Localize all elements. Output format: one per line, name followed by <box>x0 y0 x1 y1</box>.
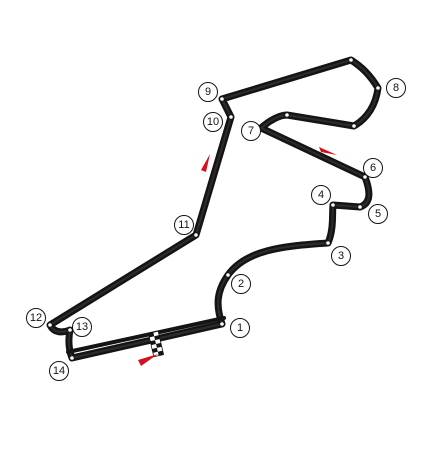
corner-badge: 11 <box>174 215 194 235</box>
corner-label: 10 <box>207 116 219 128</box>
apex-marker <box>219 321 225 327</box>
corner-badge: 3 <box>331 246 351 266</box>
corner-badge: 9 <box>198 82 218 102</box>
corner-label: 6 <box>370 162 376 174</box>
track <box>46 56 382 362</box>
corner-badge: 6 <box>363 158 383 178</box>
corner-label: 8 <box>393 82 399 94</box>
apex-marker <box>325 240 331 246</box>
track-inner-line <box>48 58 380 360</box>
apex-marker <box>228 114 234 120</box>
corner-labels: 1 2 3 4 5 6 7 8 9 10 11 12 13 14 <box>26 78 406 381</box>
corner-badge: 8 <box>386 78 406 98</box>
corner-label: 2 <box>238 278 244 290</box>
corner-label: 11 <box>178 219 189 231</box>
direction-arrow-icon <box>201 154 210 172</box>
direction-arrows <box>138 147 337 366</box>
corner-label: 7 <box>248 125 254 137</box>
apex-marker <box>193 232 199 238</box>
apex-marker <box>225 272 231 278</box>
corner-label: 4 <box>318 189 324 201</box>
corner-badge: 14 <box>49 361 69 381</box>
apex-marker <box>348 57 354 63</box>
apex-marker <box>357 204 363 210</box>
corner-badge: 1 <box>230 318 250 338</box>
corner-label: 5 <box>375 208 381 220</box>
corner-label: 9 <box>205 86 211 98</box>
apex-marker <box>219 96 225 102</box>
pit-lane <box>66 316 226 354</box>
corner-badge: 2 <box>231 274 251 294</box>
corner-label: 1 <box>237 322 243 334</box>
corner-badge: 5 <box>368 204 388 224</box>
apex-marker <box>375 85 381 91</box>
direction-arrow-icon <box>138 354 158 366</box>
track-outline <box>46 56 382 362</box>
apex-marker <box>284 112 290 118</box>
apex-marker <box>69 355 75 361</box>
corner-badge: 12 <box>26 308 46 328</box>
apex-marker <box>351 123 357 129</box>
chequered-flag-icon <box>147 330 165 358</box>
corner-badge: 7 <box>241 121 261 141</box>
apex-markers <box>47 57 381 361</box>
apex-marker <box>362 174 368 180</box>
corner-label: 12 <box>30 312 42 324</box>
corner-label: 14 <box>53 365 65 377</box>
apex-marker <box>67 327 73 333</box>
corner-label: 3 <box>338 250 344 262</box>
apex-marker <box>330 202 336 208</box>
corner-label: 13 <box>76 321 88 333</box>
corner-badge: 4 <box>311 185 331 205</box>
direction-arrow-icon <box>319 147 337 155</box>
corner-badge: 13 <box>72 317 92 337</box>
corner-badge: 10 <box>203 112 223 132</box>
apex-marker <box>47 322 53 328</box>
